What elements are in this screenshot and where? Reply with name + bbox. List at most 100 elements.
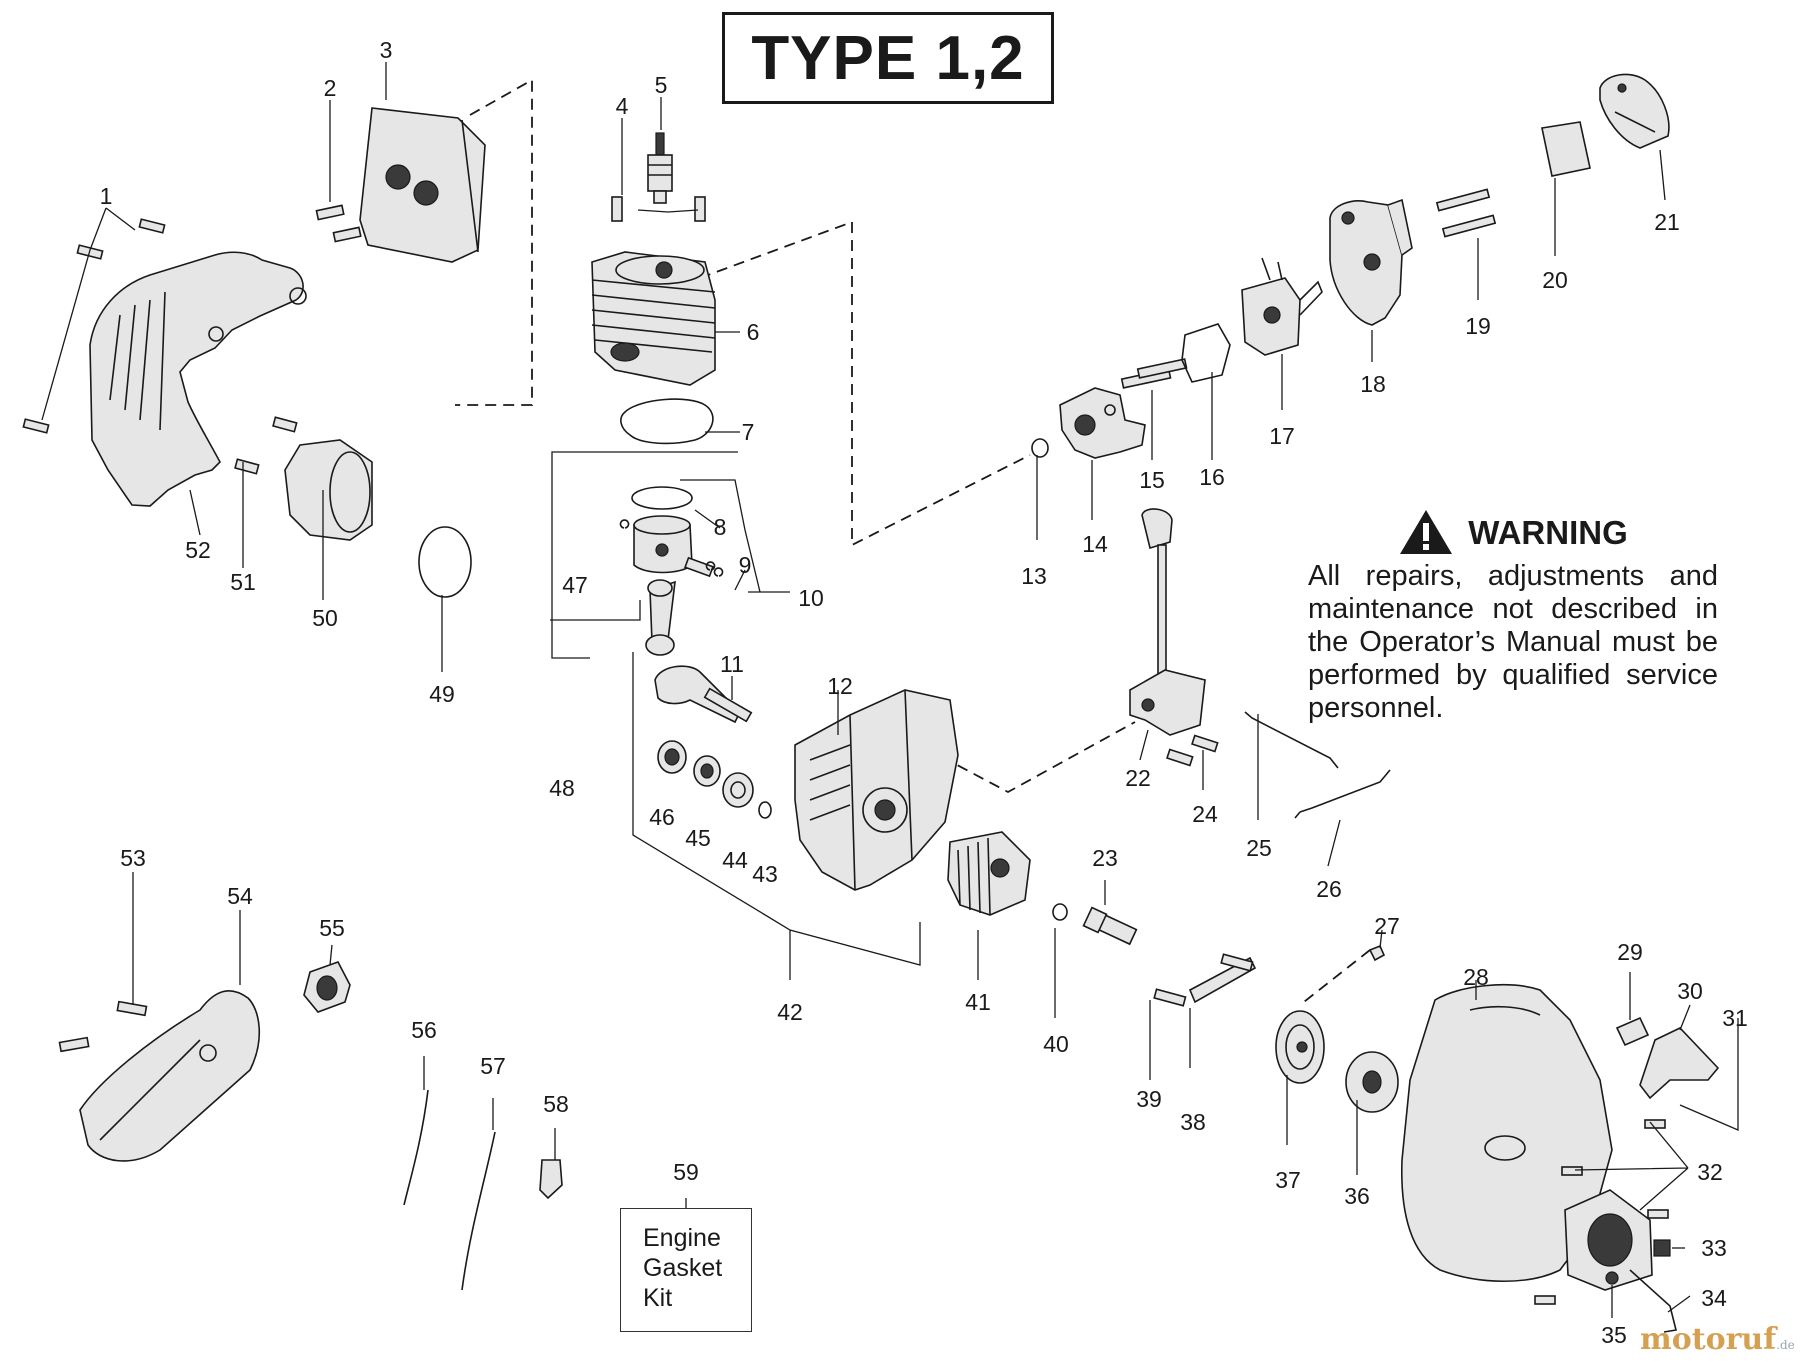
intake-screws — [1120, 358, 1188, 389]
crankcase — [794, 689, 959, 891]
cylinder — [591, 251, 716, 386]
muffler-gasket-ring — [418, 526, 472, 598]
callout-22: 22 — [1125, 765, 1151, 791]
callout-33: 33 — [1701, 1235, 1727, 1261]
callout-1: 1 — [100, 183, 113, 209]
callout-34: 34 — [1701, 1285, 1727, 1311]
callout-52: 52 — [185, 537, 211, 563]
callout-51: 51 — [230, 569, 256, 595]
fuel-filter — [539, 1159, 563, 1200]
air-filter-cover — [1599, 73, 1670, 149]
watermark-suffix: .de — [1776, 1338, 1795, 1352]
leader-lines — [41, 62, 1739, 1318]
callout-30: 30 — [1677, 978, 1703, 1004]
callout-14: 14 — [1082, 531, 1108, 557]
callout-58: 58 — [543, 1091, 569, 1117]
callout-7: 7 — [742, 419, 755, 445]
piston-ring — [631, 486, 693, 510]
callout-45: 45 — [685, 825, 711, 851]
warning-notice: WARNING All repairs, adjustments and mai… — [1308, 508, 1718, 725]
warning-header: WARNING — [1308, 508, 1718, 556]
callout-23: 23 — [1092, 845, 1118, 871]
flywheel — [947, 831, 1031, 916]
muffler — [315, 107, 486, 263]
guard-screws — [58, 1000, 148, 1053]
callout-19: 19 — [1465, 313, 1491, 339]
fuel-line-long — [461, 1131, 496, 1291]
stop-wire — [1294, 769, 1391, 819]
callout-46: 46 — [649, 804, 675, 830]
cylinder-gasket — [620, 398, 714, 445]
starter-housing — [1400, 984, 1653, 1291]
callout-43: 43 — [752, 861, 778, 887]
callout-10: 10 — [798, 585, 824, 611]
callout-35: 35 — [1601, 1322, 1627, 1348]
callout-38: 38 — [1180, 1109, 1206, 1135]
callout-27: 27 — [1374, 913, 1400, 939]
callout-numbers: 1 2 3 4 5 6 7 8 9 10 11 12 13 14 15 16 1… — [100, 37, 1748, 1348]
warning-triangle-icon — [1400, 510, 1453, 554]
callout-41: 41 — [965, 989, 991, 1015]
recoil-spring — [1345, 1051, 1399, 1113]
callout-55: 55 — [319, 915, 345, 941]
callout-56: 56 — [411, 1017, 437, 1043]
callout-50: 50 — [312, 605, 338, 631]
connecting-rod — [645, 579, 676, 656]
callout-44: 44 — [722, 847, 748, 873]
callout-49: 49 — [429, 681, 455, 707]
flywheel-nut — [1082, 906, 1138, 946]
callout-21: 21 — [1654, 209, 1680, 235]
flywheel-washer — [1052, 903, 1068, 921]
callout-9: 9 — [739, 552, 752, 578]
warning-text: All repairs, adjustments and maintenance… — [1308, 560, 1718, 724]
trimmer-guard — [79, 990, 261, 1162]
callout-20: 20 — [1542, 267, 1568, 293]
fuel-line-short — [403, 1089, 429, 1206]
bearings — [657, 740, 772, 819]
pulley-screw — [1368, 944, 1386, 962]
assembly-line-3-6 — [455, 78, 533, 406]
air-filter-base — [1329, 198, 1413, 326]
callout-25: 25 — [1246, 835, 1272, 861]
callout-2: 2 — [324, 75, 337, 101]
callout-13: 13 — [1021, 563, 1047, 589]
warning-heading: WARNING — [1468, 513, 1628, 551]
kit-line-1: Engine — [643, 1224, 721, 1252]
callout-29: 29 — [1617, 939, 1643, 965]
callout-32: 32 — [1697, 1159, 1723, 1185]
ignition-screws — [1166, 734, 1219, 767]
callout-11: 11 — [720, 651, 744, 677]
callout-16: 16 — [1199, 464, 1225, 490]
callout-17: 17 — [1269, 423, 1295, 449]
callout-3: 3 — [380, 37, 393, 63]
intake-oring — [1031, 438, 1049, 458]
type-title-box: TYPE 1,2 — [722, 12, 1054, 104]
callout-15: 15 — [1139, 467, 1165, 493]
cylinder-screws — [611, 196, 706, 222]
callout-42: 42 — [777, 999, 803, 1025]
pawl-bracket — [1153, 953, 1257, 1007]
ground-wire — [1244, 711, 1339, 769]
callout-24: 24 — [1192, 801, 1218, 827]
callout-6: 6 — [747, 319, 760, 345]
assembly-line-6-13 — [699, 220, 1031, 547]
carburetor — [1241, 257, 1323, 356]
assembly-line-27-37 — [1299, 949, 1371, 1006]
callout-8: 8 — [714, 514, 727, 540]
housing-screws — [1534, 1119, 1669, 1305]
deflector-screws — [234, 416, 298, 475]
intake-adapter — [1059, 387, 1146, 459]
callout-31: 31 — [1722, 1005, 1748, 1031]
filter-screws — [1435, 188, 1497, 238]
callout-5: 5 — [655, 72, 668, 98]
callout-36: 36 — [1344, 1183, 1370, 1209]
callout-28: 28 — [1463, 964, 1489, 990]
type-title: TYPE 1,2 — [751, 23, 1025, 93]
callout-53: 53 — [120, 845, 146, 871]
piston — [633, 515, 693, 574]
ignition-module — [1129, 508, 1206, 736]
watermark-text: motoruf — [1640, 1322, 1777, 1357]
callout-39: 39 — [1136, 1086, 1162, 1112]
